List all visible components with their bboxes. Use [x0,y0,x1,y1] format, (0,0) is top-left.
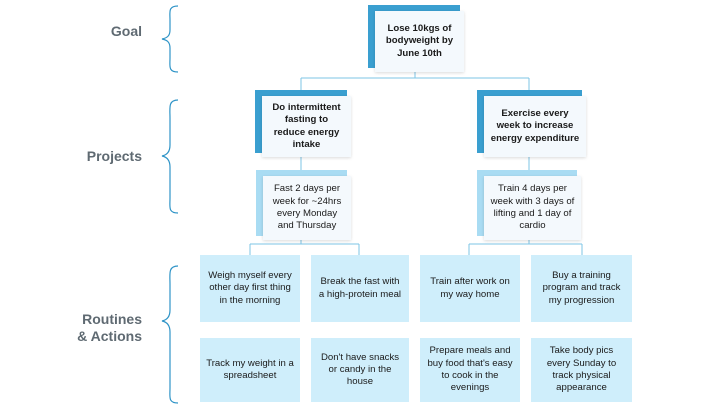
plan-card-exercise: Train 4 days per week with 3 days of lif… [477,170,581,240]
level-routines-line2: & Actions [77,327,142,344]
action-card-track-weight: Track my weight in a spreadsheet [200,338,300,402]
plan-fasting-text: Fast 2 days per week for ~24hrs every Mo… [263,176,351,240]
plan-exercise-text: Train 4 days per week with 3 days of lif… [484,176,581,240]
project-fasting-text: Do intermittent fasting to reduce energy… [262,96,351,157]
goal-card: Lose 10kgs of bodyweight by June 10th [368,5,464,72]
level-routines-line1: Routines [82,311,142,327]
brace-routines [161,265,179,404]
connectors [249,70,583,255]
action-card-body-pics: Take body pics every Sunday to track phy… [531,338,632,402]
routine-card-buy-program: Buy a training program and track my prog… [531,255,632,322]
goal-text: Lose 10kgs of bodyweight by June 10th [375,11,464,72]
project-exercise-text: Exercise every week to increase energy e… [484,96,586,157]
level-projects-text: Projects [86,148,142,164]
plan-card-fasting: Fast 2 days per week for ~24hrs every Mo… [256,170,351,240]
project-card-exercise: Exercise every week to increase energy e… [477,90,586,157]
level-label-projects: Projects [70,148,142,165]
level-goal-text: Goal [110,23,142,39]
level-label-goal: Goal [96,23,142,40]
action-card-prepare-meals: Prepare meals and buy food that's easy t… [420,338,520,402]
brace-projects [161,99,179,214]
project-card-fasting: Do intermittent fasting to reduce energy… [255,90,351,157]
level-label-routines: Routines & Actions [62,311,142,345]
brace-goal [161,5,179,73]
action-card-no-snacks: Don't have snacks or candy in the house [311,338,409,402]
routine-card-weigh: Weigh myself every other day first thing… [200,255,300,322]
routine-card-break-fast: Break the fast with a high-protein meal [311,255,409,322]
routine-card-train-after-work: Train after work on my way home [420,255,520,322]
